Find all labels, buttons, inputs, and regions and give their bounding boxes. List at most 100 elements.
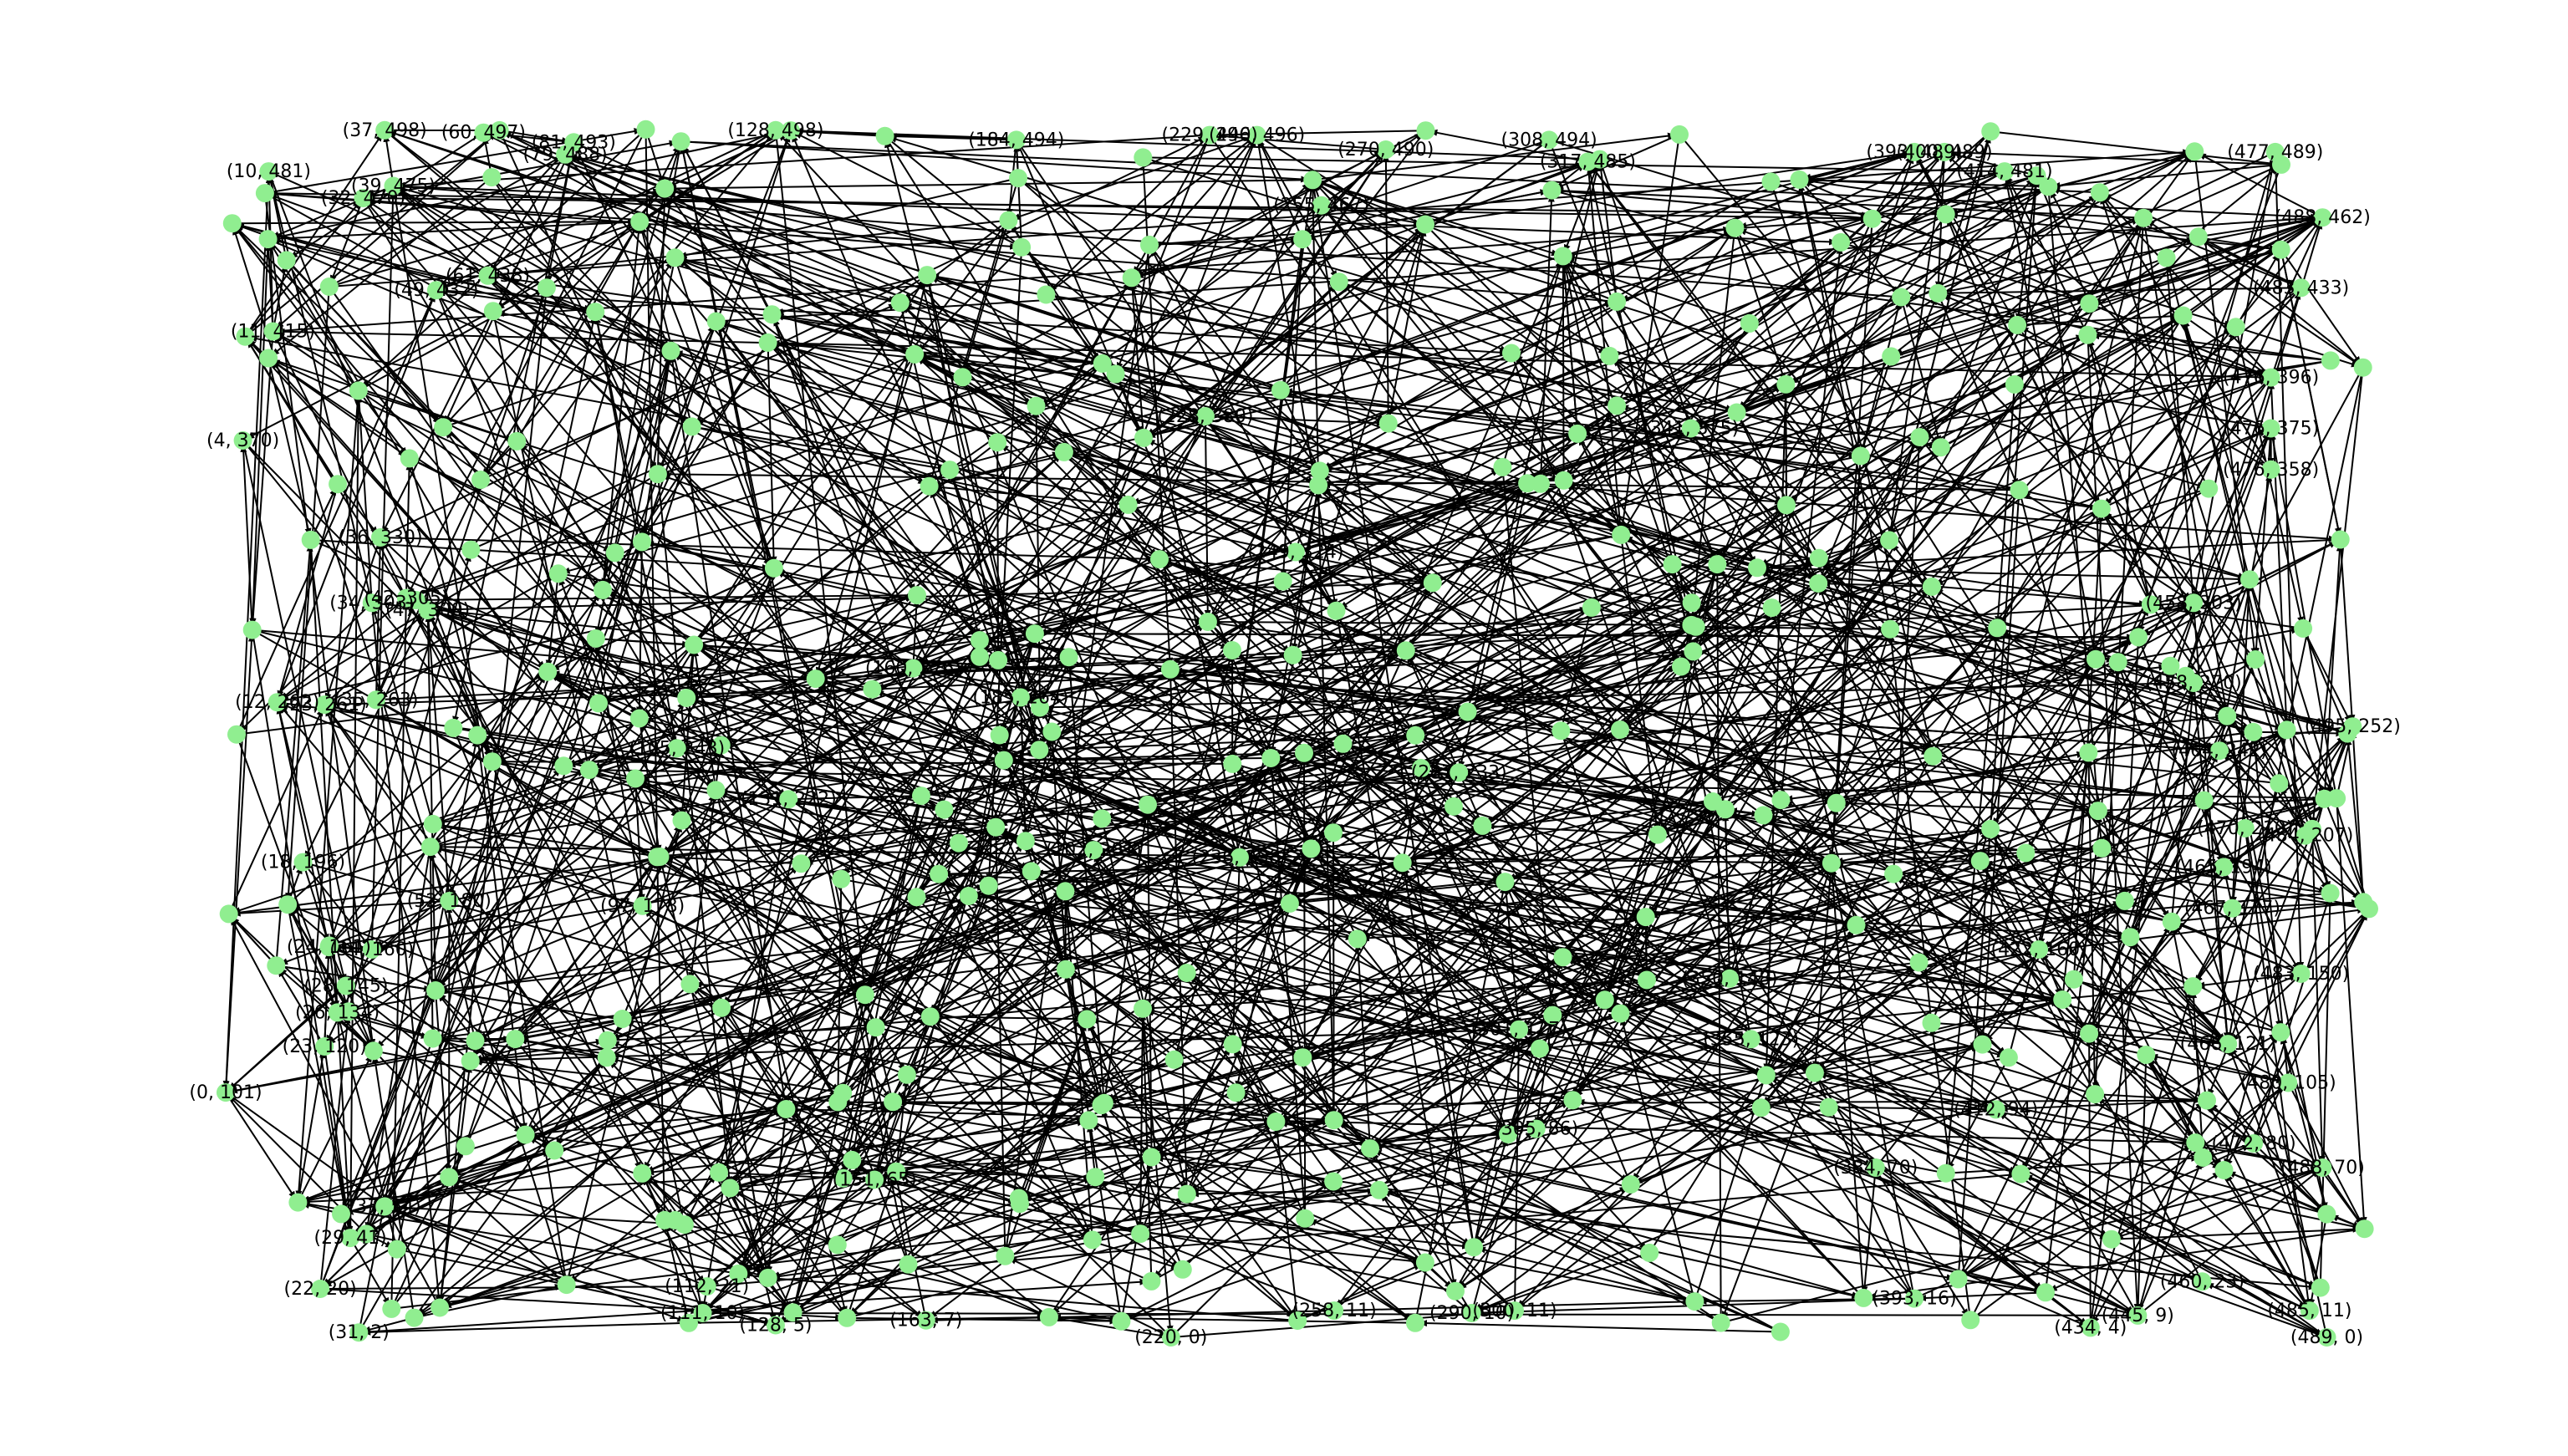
graph-node xyxy=(2331,530,2350,549)
graph-edge xyxy=(1944,214,2015,385)
graph-node xyxy=(2134,208,2153,227)
graph-edge xyxy=(2192,908,2234,987)
graph-edge xyxy=(442,141,575,428)
graph-node xyxy=(1423,573,1442,593)
graph-edge xyxy=(1507,1099,1573,1135)
graph-edge xyxy=(961,376,1129,506)
graph-edge xyxy=(287,904,339,1013)
graph-edge xyxy=(2226,715,2283,1033)
graph-edge xyxy=(324,947,332,1047)
graph-edge xyxy=(675,177,1019,259)
graph-edge xyxy=(1890,257,2167,358)
graph-node xyxy=(899,1255,918,1274)
graph-node xyxy=(1884,864,1903,883)
graph-node xyxy=(1611,720,1629,739)
graph-node xyxy=(1929,283,1948,303)
graph-edge xyxy=(2146,1053,2289,1084)
graph-edge xyxy=(558,573,2099,812)
node-label: (412, 94) xyxy=(1954,1099,2038,1120)
graph-edge xyxy=(979,638,2280,785)
graph-edge xyxy=(263,192,376,1051)
graph-node xyxy=(364,1041,383,1061)
graph-edge xyxy=(514,856,658,1040)
graph-node xyxy=(482,168,502,187)
node-label: (97, 178) xyxy=(600,896,685,917)
graph-edge xyxy=(641,1092,843,1174)
graph-edge xyxy=(499,129,574,145)
graph-edge xyxy=(448,1176,708,1288)
graph-edge xyxy=(1913,1291,2046,1301)
graph-edge xyxy=(1720,1167,2323,1324)
graph-edge xyxy=(1473,1029,1521,1248)
graph-edge xyxy=(1756,538,2341,571)
graph-edge xyxy=(395,311,597,1250)
graph-node xyxy=(2129,628,2148,647)
graph-edge xyxy=(439,1170,897,1309)
graph-node xyxy=(1923,746,1943,766)
graph-node xyxy=(1093,809,1112,828)
graph-edge xyxy=(1828,1106,1996,1113)
graph-edge xyxy=(2198,236,2302,289)
graph-node xyxy=(1493,457,1512,476)
graph-node xyxy=(2240,570,2259,589)
graph-edge xyxy=(790,130,1600,163)
graph-edge xyxy=(409,457,616,554)
graph-edge xyxy=(944,376,2271,811)
graph-node xyxy=(1054,442,1073,461)
graph-edge xyxy=(814,363,1103,680)
graph-node xyxy=(579,761,599,780)
graph-node xyxy=(908,586,926,605)
graph-node xyxy=(2092,499,2111,518)
graph-node xyxy=(2090,183,2109,202)
graph-node xyxy=(1416,121,1435,140)
graph-node xyxy=(537,278,556,298)
graph-node xyxy=(1160,659,1180,679)
node-label: (341, 375) xyxy=(1643,419,1739,440)
graph-node xyxy=(1393,853,1412,873)
graph-node xyxy=(1324,1111,1343,1130)
graph-node xyxy=(706,781,726,800)
graph-node xyxy=(2173,306,2193,325)
graph-edge xyxy=(268,358,312,541)
graph-edge xyxy=(896,1168,1096,1179)
graph-node xyxy=(884,1092,903,1112)
node-label: (4, 370) xyxy=(206,430,279,451)
graph-node xyxy=(990,725,1009,745)
graph-node xyxy=(792,854,811,873)
graph-node xyxy=(1369,1180,1388,1199)
graph-edge xyxy=(2280,249,2341,540)
graph-edge xyxy=(436,288,596,313)
graph-node xyxy=(677,689,696,707)
graph-edge xyxy=(348,1011,527,1136)
node-label: (355, 123) xyxy=(1703,1029,1799,1050)
graph-node xyxy=(1458,702,1477,721)
graph-node xyxy=(2005,374,2024,394)
graph-edge xyxy=(2089,248,2281,305)
graph-node xyxy=(219,904,238,924)
graph-edge xyxy=(1957,176,2040,1280)
graph-edge xyxy=(1273,1121,1299,1321)
graph-edge xyxy=(487,219,1009,278)
graph-edge xyxy=(914,354,2040,950)
graph-node xyxy=(382,1299,401,1318)
graph-node xyxy=(1079,1111,1098,1130)
graph-node xyxy=(2157,248,2176,267)
graph-edge xyxy=(999,171,2005,736)
graph-edge xyxy=(287,904,352,1239)
node-label: (31, 2) xyxy=(329,1322,390,1343)
graph-edge xyxy=(2134,1054,2148,1316)
node-label: (105, 243) xyxy=(629,738,725,759)
graph-node xyxy=(661,341,680,360)
node-label: (470, 210) xyxy=(2197,818,2293,839)
graph-node xyxy=(1271,380,1290,400)
graph-edge xyxy=(1147,803,1241,858)
graph-edge xyxy=(1875,1167,2092,1329)
graph-edge xyxy=(1938,216,2323,294)
graph-node xyxy=(1827,793,1846,812)
graph-node xyxy=(2079,743,2098,762)
graph-node xyxy=(1670,125,1689,144)
graph-edge xyxy=(641,342,769,542)
graph-edge xyxy=(1945,1154,2204,1174)
graph-node xyxy=(1093,354,1112,373)
graph-node xyxy=(762,305,782,324)
